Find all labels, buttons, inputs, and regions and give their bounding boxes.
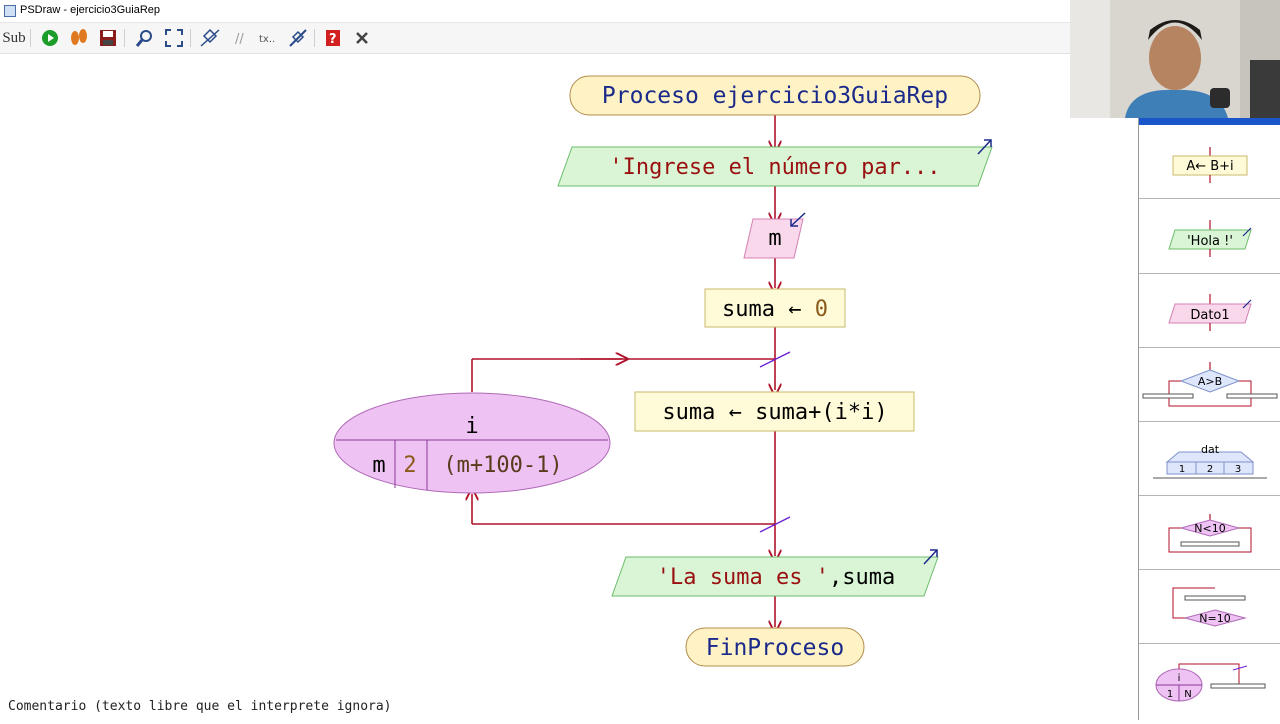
input-node[interactable] [743,218,804,259]
palette-output-label: 'Hola !' [1187,234,1233,249]
palette-switch-case-3: 3 [1235,464,1241,475]
output-shape-icon: 'Hola !' [1168,220,1252,257]
help-button[interactable]: ? [321,26,345,50]
loop-markers [759,351,791,533]
comments-button[interactable]: // [228,26,252,50]
status-hint: Comentario (texto libre que el interpret… [8,699,392,714]
save-button[interactable] [96,26,120,50]
palette-for[interactable]: i 1 N [1139,644,1280,717]
process-end-label: FinProceso [706,635,844,661]
output-node-1[interactable] [557,146,993,187]
palette-for-var: i [1178,673,1181,684]
play-icon [42,30,58,46]
presenter-video [1070,0,1280,118]
fit-button[interactable] [162,26,186,50]
toolbar-separator [30,29,31,47]
title-bar: PSDraw - ejercicio3GuiaRep [0,0,1070,23]
webcam-overlay [1070,0,1280,118]
close-button[interactable] [350,26,374,50]
help-icon: ? [326,30,340,47]
app-icon [4,5,16,17]
palette-if[interactable]: A>B [1139,348,1280,422]
palette-switch-case-1: 1 [1179,464,1185,475]
for-shape-icon: i 1 N [1155,663,1266,702]
edit-diagram-icon [289,29,307,47]
save-icon [100,30,116,46]
window-title: PSDraw - ejercicio3GuiaRep [20,4,160,16]
svg-text://: // [235,32,244,47]
flowchart-svg: Proceso ejercicio3GuiaRep 'Ingrese el nú… [333,75,993,667]
zoom-button[interactable] [133,26,157,50]
palette-input-label: Dato1 [1190,308,1229,323]
palette-switch-case-2: 2 [1207,464,1213,475]
diagram-style-icon [200,28,220,47]
palette-input[interactable]: Dato1 [1139,274,1280,348]
input-shape-icon: Dato1 [1168,294,1252,331]
switch-shape-icon: dat 1 2 3 [1153,443,1267,479]
style-button[interactable] [198,26,222,50]
close-icon [356,32,368,44]
process-start-label: Proceso ejercicio3GuiaRep [602,83,948,109]
palette-while[interactable]: N<10 [1139,496,1280,570]
palette-repeat-label: N=10 [1199,612,1230,625]
footprints-icon [71,29,87,45]
flowchart-canvas[interactable]: Proceso ejercicio3GuiaRep 'Ingrese el nú… [0,54,1138,720]
for-loop-var: i [465,414,478,439]
palette-for-end: N [1184,689,1191,700]
assign-node-2[interactable] [634,391,915,432]
output-arrow-icon [923,549,938,565]
toolbar-separator [314,29,315,47]
expand-icon [165,29,183,47]
process-end-node[interactable] [685,627,865,667]
input-arrow-icon [790,212,806,227]
text-button[interactable]: tx.. [256,26,280,50]
svg-text:tx..: tx.. [259,34,275,45]
assign-1-expression: suma ← 0 [722,297,828,322]
svg-text:?: ? [329,32,337,47]
text-icon: tx.. [259,34,275,45]
palette-repeat[interactable]: N=10 [1139,570,1280,644]
assign-2-label: suma ← suma+(i*i) [662,400,887,425]
output-arrow-icon [977,139,992,155]
palette-for-start: 1 [1167,689,1173,700]
edit-button[interactable] [286,26,310,50]
while-shape-icon: N<10 [1168,514,1252,553]
toolbar: Sub // tx.. ? [0,23,1070,54]
comment-slash-icon: // [235,32,244,47]
output-2-expression: 'La suma es ',suma [657,565,895,590]
output-node-2[interactable] [611,556,939,597]
palette-header [1139,118,1280,125]
palette-while-label: N<10 [1194,522,1225,535]
assign-shape-icon: A← B+i [1172,147,1248,183]
step-button[interactable] [67,26,91,50]
palette-switch-var: dat [1201,443,1220,456]
run-button[interactable] [38,26,62,50]
toolbar-separator [124,29,125,47]
connector-lines [472,115,775,627]
output-1-label: 'Ingrese el número par... [609,155,940,180]
input-label: m [768,226,781,251]
if-shape-icon: A>B [1142,362,1278,407]
toolbar-separator [190,29,191,47]
for-loop-step: 2 [403,453,416,478]
for-loop-end: (m+100-1) [443,453,562,478]
palette-if-label: A>B [1198,375,1222,388]
palette-switch[interactable]: dat 1 2 3 [1139,422,1280,496]
assign-node-1[interactable] [704,288,846,328]
palette-output[interactable]: 'Hola !' [1139,200,1280,274]
magnifier-icon [135,30,152,47]
process-start-node[interactable] [569,75,981,116]
shapes-palette: A← B+i 'Hola !' Dato1 A>B [1138,118,1280,720]
sub-button[interactable]: Sub [2,29,26,46]
palette-assign-label: A← B+i [1186,159,1233,174]
palette-assign[interactable]: A← B+i [1139,125,1280,199]
for-loop-start: m [372,453,385,478]
for-loop-node[interactable] [333,392,611,494]
repeat-shape-icon: N=10 [1172,587,1247,627]
